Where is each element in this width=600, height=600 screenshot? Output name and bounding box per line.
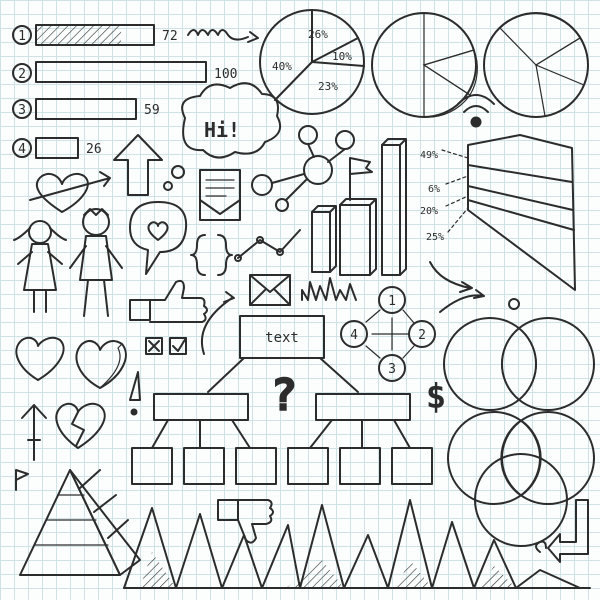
speech-cloud-text: Hi! (204, 118, 240, 142)
speech-heart-bubble (130, 202, 186, 274)
flag-icon (350, 158, 372, 200)
cycle-diagram: 1 2 3 4 (341, 287, 435, 381)
funnel-diagram: 49% 6% 20% 25% (420, 135, 575, 290)
document-icon (200, 170, 240, 220)
thumbs-up-icon (130, 281, 207, 322)
flowchart-top-text: text (265, 330, 299, 346)
heart-arrow-icon (30, 172, 110, 212)
progress-value-4: 26 (86, 142, 102, 157)
funnel-label-2: 6% (428, 184, 440, 195)
network-diagram (252, 126, 354, 211)
progress-bar-1-fill (36, 25, 121, 45)
turn-arrow-icon (548, 500, 588, 562)
progress-value-1: 72 (162, 29, 178, 44)
pyramid-diagram (20, 470, 140, 575)
pie-chart-patterned-2 (484, 13, 588, 117)
flowchart: text (132, 292, 432, 484)
progress-value-3: 59 (144, 103, 160, 118)
funnel-label-3: 20% (420, 206, 438, 217)
up-arrow-thin-icon (22, 405, 46, 460)
question-mark-icon: ? (271, 370, 298, 421)
pie-label-2: 10% (332, 50, 352, 63)
cycle-node-3: 3 (388, 362, 396, 377)
speech-cloud: Hi! (164, 83, 280, 190)
progress-bar-2-frame (36, 62, 206, 82)
heart-icon (16, 338, 63, 380)
progress-number-3: 3 (18, 103, 26, 118)
progress-row-4: 4 26 (13, 138, 102, 158)
wifi-icon (458, 95, 494, 127)
funnel-label-4: 25% (426, 232, 444, 243)
funnel-label-1: 49% (420, 150, 438, 161)
boy-figure (70, 209, 122, 316)
progress-number-1: 1 (18, 29, 26, 44)
broken-heart-icon (56, 404, 104, 448)
small-flag-icon (16, 470, 28, 490)
pie-label-4: 40% (272, 60, 292, 73)
cycle-node-1: 1 (388, 294, 396, 309)
dollar-icon: $ (426, 377, 446, 417)
progress-row-2: 2 100 (13, 62, 237, 82)
progress-number-2: 2 (18, 67, 26, 82)
progress-row-3: 3 59 (13, 99, 160, 119)
spike-chart (124, 500, 590, 588)
pie-label-3: 23% (318, 80, 338, 93)
sound-wave-icon (302, 278, 356, 300)
braces-icon (191, 235, 232, 275)
progress-bar-4-frame (36, 138, 78, 158)
curve-arrow (430, 262, 472, 292)
cycle-node-4: 4 (350, 328, 358, 343)
flowchart-top-box (240, 316, 324, 358)
progress-row-1: 1 72 (13, 25, 258, 45)
3d-bar-chart (312, 139, 406, 275)
progress-number-4: 4 (18, 142, 26, 157)
progress-bar-3-frame (36, 99, 136, 119)
envelope-icon (250, 275, 290, 305)
progress-value-2: 100 (214, 67, 237, 82)
progress-bar-list: 1 72 2 100 3 59 4 26 (13, 25, 258, 158)
venn-diagram-two (444, 318, 594, 410)
girl-figure (14, 221, 66, 312)
cycle-node-2: 2 (418, 328, 426, 343)
up-arrow-icon (114, 135, 162, 195)
line-chart-sketch (235, 230, 300, 261)
pie-label-1: 26% (308, 28, 328, 41)
pie-chart-labeled: 26% 10% 23% 40% (260, 10, 364, 114)
checkboxes (146, 338, 186, 354)
thumbs-down-icon (218, 500, 273, 543)
swirl-arrow (188, 30, 248, 40)
venn-diagram-three (448, 412, 594, 546)
progress-bar-2-fill (36, 62, 206, 82)
exclamation-icon (130, 372, 140, 400)
